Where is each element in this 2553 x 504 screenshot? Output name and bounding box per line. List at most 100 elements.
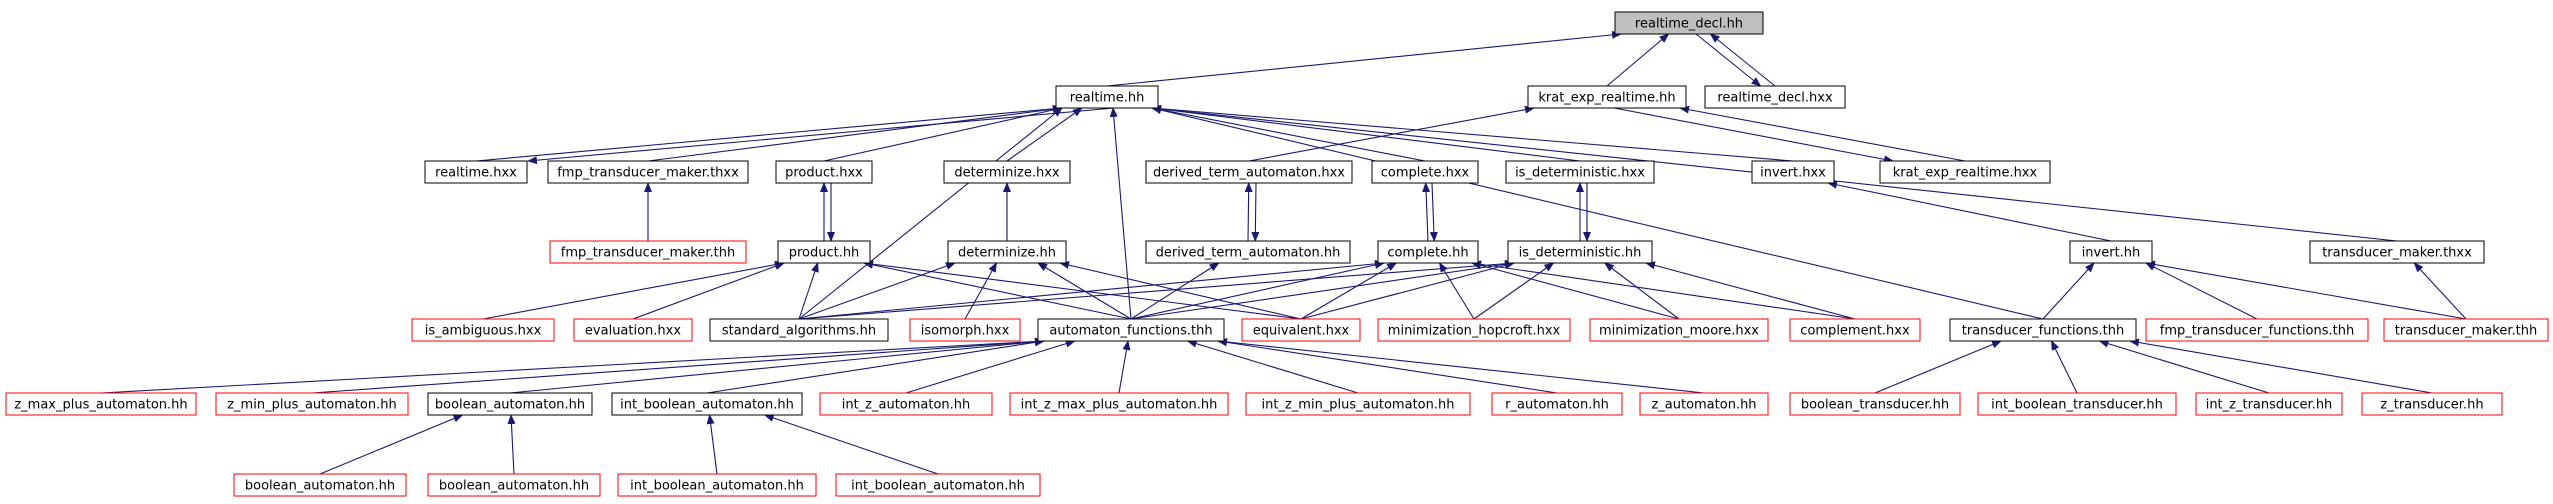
node-box[interactable] <box>1241 318 1361 342</box>
node-krat-exp-realtime-hxx[interactable]: krat_exp_realtime.hxx <box>1879 160 2051 184</box>
node-box[interactable] <box>1371 160 1479 184</box>
node-standard-algorithms-hh[interactable]: standard_algorithms.hh <box>709 318 889 342</box>
node-box[interactable] <box>1879 160 2051 184</box>
node-box[interactable] <box>573 318 693 342</box>
node-box[interactable] <box>2069 240 2153 264</box>
node-box[interactable] <box>617 473 817 497</box>
node-box[interactable] <box>819 392 993 416</box>
node-int-z-transducer-hh[interactable]: int_z_transducer.hh <box>2195 392 2343 416</box>
node-box[interactable] <box>1751 160 1835 184</box>
node-isomorph-hxx[interactable]: isomorph.hxx <box>909 318 1021 342</box>
node-product-hh[interactable]: product.hh <box>777 240 871 264</box>
node-product-hxx[interactable]: product.hxx <box>775 160 873 184</box>
node-minimization-moore-hxx[interactable]: minimization_moore.hxx <box>1589 318 1769 342</box>
node-realtime-decl-hh[interactable]: realtime_decl.hh <box>1614 11 1764 35</box>
node-complete-hxx[interactable]: complete.hxx <box>1371 160 1479 184</box>
node-box[interactable] <box>611 392 803 416</box>
node-box[interactable] <box>1245 392 1471 416</box>
node-minimization-hopcroft-hxx[interactable]: minimization_hopcroft.hxx <box>1377 318 1571 342</box>
node-box[interactable] <box>5 392 197 416</box>
node-r-automaton-hh[interactable]: r_automaton.hh <box>1491 392 1623 416</box>
node-box[interactable] <box>1507 240 1653 264</box>
node-krat-exp-realtime-hh[interactable]: krat_exp_realtime.hh <box>1527 85 1687 109</box>
node-int-boolean-automaton-hh-a[interactable]: int_boolean_automaton.hh <box>611 392 803 416</box>
node-complete-hh[interactable]: complete.hh <box>1377 240 1479 264</box>
node-box[interactable] <box>2145 318 2369 342</box>
node-box[interactable] <box>427 392 593 416</box>
node-int-z-min-plus-automaton-hh[interactable]: int_z_min_plus_automaton.hh <box>1245 392 1471 416</box>
node-transducer-maker-thxx[interactable]: transducer_maker.thxx <box>2309 240 2485 264</box>
node-box[interactable] <box>1145 160 1353 184</box>
node-int-z-max-plus-automaton-hh[interactable]: int_z_max_plus_automaton.hh <box>1009 392 1229 416</box>
node-box[interactable] <box>1614 11 1764 35</box>
node-box[interactable] <box>215 392 409 416</box>
node-boolean-automaton-hh-b1[interactable]: boolean_automaton.hh <box>233 473 407 497</box>
node-box[interactable] <box>233 473 407 497</box>
node-int-boolean-transducer-hh[interactable]: int_boolean_transducer.hh <box>1977 392 2177 416</box>
node-box[interactable] <box>943 160 1071 184</box>
node-determinize-hh[interactable]: determinize.hh <box>947 240 1067 264</box>
node-complement-hxx[interactable]: complement.hxx <box>1789 318 1921 342</box>
node-realtime-decl-hxx[interactable]: realtime_decl.hxx <box>1704 85 1846 109</box>
node-boolean-transducer-hh[interactable]: boolean_transducer.hh <box>1789 392 1961 416</box>
node-box[interactable] <box>2195 392 2343 416</box>
node-fmp-transducer-maker-thxx[interactable]: fmp_transducer_maker.thxx <box>547 160 749 184</box>
node-boolean-automaton-hh-b2[interactable]: boolean_automaton.hh <box>427 473 601 497</box>
node-box[interactable] <box>1037 318 1225 342</box>
node-box[interactable] <box>947 240 1067 264</box>
node-box[interactable] <box>1949 318 2137 342</box>
node-box[interactable] <box>909 318 1021 342</box>
node-box[interactable] <box>1491 392 1623 416</box>
node-transducer-functions-thh[interactable]: transducer_functions.thh <box>1949 318 2137 342</box>
node-box[interactable] <box>1055 85 1159 109</box>
node-box[interactable] <box>1977 392 2177 416</box>
node-box[interactable] <box>1789 392 1961 416</box>
node-z-transducer-hh[interactable]: z_transducer.hh <box>2361 392 2503 416</box>
node-box[interactable] <box>1704 85 1846 109</box>
node-box[interactable] <box>777 240 871 264</box>
node-equivalent-hxx[interactable]: equivalent.hxx <box>1241 318 1361 342</box>
node-is-deterministic-hxx[interactable]: is_deterministic.hxx <box>1505 160 1655 184</box>
node-evaluation-hxx[interactable]: evaluation.hxx <box>573 318 693 342</box>
node-box[interactable] <box>1377 240 1479 264</box>
node-box[interactable] <box>835 473 1041 497</box>
node-int-z-automaton-hh[interactable]: int_z_automaton.hh <box>819 392 993 416</box>
node-box[interactable] <box>2383 318 2549 342</box>
node-fmp-transducer-maker-thh[interactable]: fmp_transducer_maker.thh <box>549 240 747 264</box>
node-box[interactable] <box>2361 392 2503 416</box>
node-is-ambiguous-hxx[interactable]: is_ambiguous.hxx <box>411 318 555 342</box>
node-box[interactable] <box>1789 318 1921 342</box>
node-is-deterministic-hh[interactable]: is_deterministic.hh <box>1507 240 1653 264</box>
node-box[interactable] <box>1145 240 1351 264</box>
node-boolean-automaton-hh-a[interactable]: boolean_automaton.hh <box>427 392 593 416</box>
node-z-min-plus-automaton-hh[interactable]: z_min_plus_automaton.hh <box>215 392 409 416</box>
node-box[interactable] <box>1639 392 1769 416</box>
node-fmp-transducer-functions-thh[interactable]: fmp_transducer_functions.thh <box>2145 318 2369 342</box>
node-invert-hh[interactable]: invert.hh <box>2069 240 2153 264</box>
node-box[interactable] <box>1505 160 1655 184</box>
node-automaton-functions-thh[interactable]: automaton_functions.thh <box>1037 318 1225 342</box>
node-box[interactable] <box>775 160 873 184</box>
node-realtime-hxx[interactable]: realtime.hxx <box>424 160 528 184</box>
node-box[interactable] <box>427 473 601 497</box>
node-derived-term-automaton-hh[interactable]: derived_term_automaton.hh <box>1145 240 1351 264</box>
node-box[interactable] <box>709 318 889 342</box>
node-derived-term-automaton-hxx[interactable]: derived_term_automaton.hxx <box>1145 160 1353 184</box>
node-transducer-maker-thh[interactable]: transducer_maker.thh <box>2383 318 2549 342</box>
node-box[interactable] <box>1377 318 1571 342</box>
node-realtime-hh[interactable]: realtime.hh <box>1055 85 1159 109</box>
node-box[interactable] <box>549 240 747 264</box>
node-invert-hxx[interactable]: invert.hxx <box>1751 160 1835 184</box>
node-box[interactable] <box>1589 318 1769 342</box>
node-box[interactable] <box>411 318 555 342</box>
node-int-boolean-automaton-hh-b2[interactable]: int_boolean_automaton.hh <box>835 473 1041 497</box>
node-z-max-plus-automaton-hh[interactable]: z_max_plus_automaton.hh <box>5 392 197 416</box>
node-box[interactable] <box>2309 240 2485 264</box>
node-box[interactable] <box>1009 392 1229 416</box>
node-box[interactable] <box>1527 85 1687 109</box>
node-box[interactable] <box>424 160 528 184</box>
node-determinize-hxx[interactable]: determinize.hxx <box>943 160 1071 184</box>
node-int-boolean-automaton-hh-b1[interactable]: int_boolean_automaton.hh <box>617 473 817 497</box>
node-z-automaton-hh[interactable]: z_automaton.hh <box>1639 392 1769 416</box>
node-box[interactable] <box>547 160 749 184</box>
